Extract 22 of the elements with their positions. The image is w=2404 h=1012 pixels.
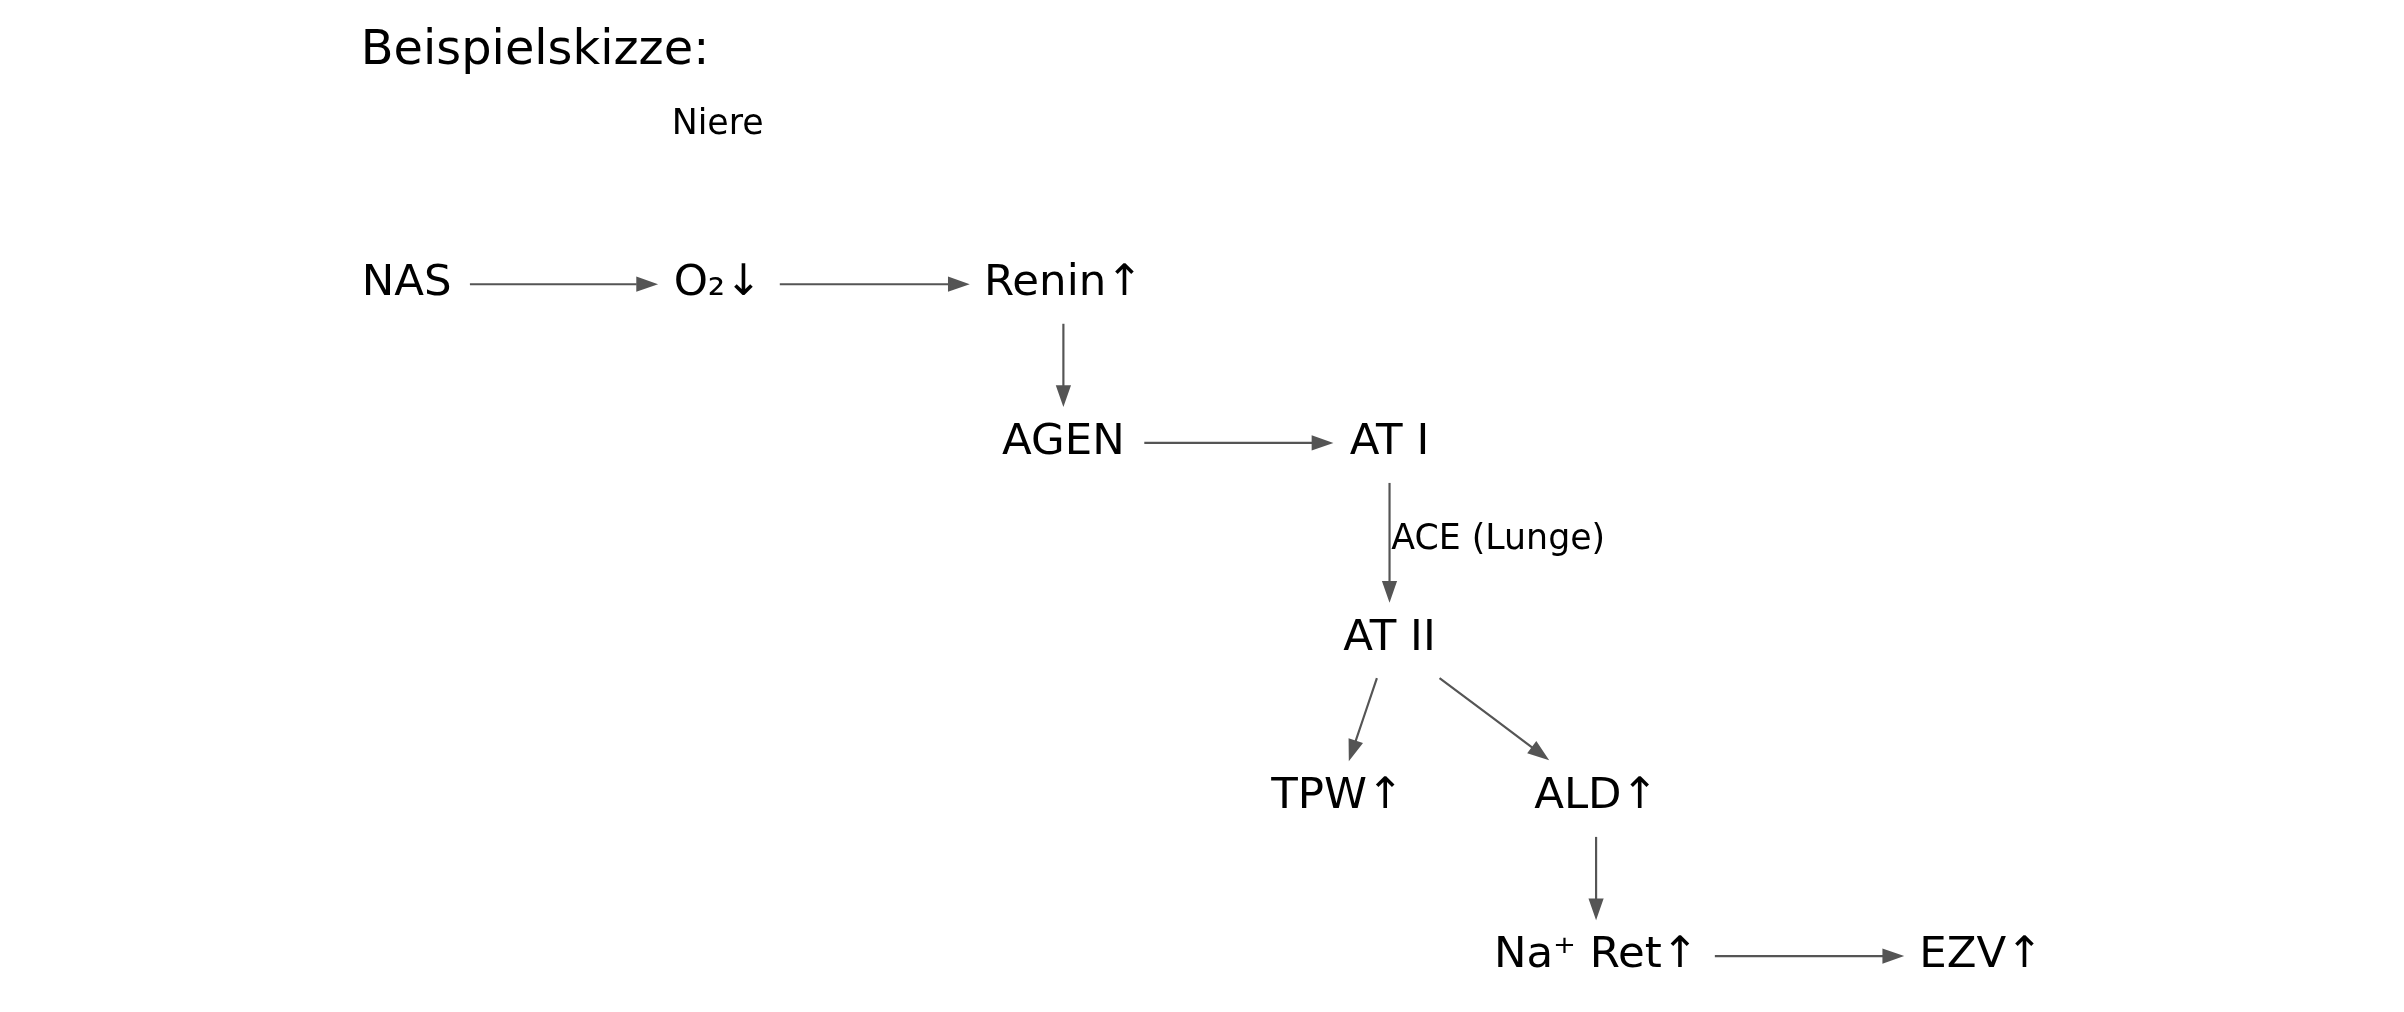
diagram-title: Beispielskizze: <box>360 19 710 75</box>
edge-label: ACE (Lunge) <box>1391 517 1606 558</box>
arrow <box>1348 677 1378 762</box>
arrow <box>1588 836 1604 921</box>
arrow <box>1714 948 1905 964</box>
node-text: Na⁺ Ret↑ <box>1493 926 1699 977</box>
node-text: ALD↑ <box>1534 768 1659 819</box>
node-text: AGEN <box>1002 413 1125 464</box>
arrow <box>469 276 659 292</box>
arrow <box>779 276 970 292</box>
node-text: NAS <box>361 255 452 306</box>
label: Niere <box>671 101 764 142</box>
node-text: O₂↓ <box>673 255 762 306</box>
arrow <box>1144 435 1334 451</box>
node-text: Renin↑ <box>984 255 1143 306</box>
node-text: EZV↑ <box>1919 926 2043 977</box>
node-text: TPW↑ <box>1271 768 1404 819</box>
arrow <box>1055 323 1071 408</box>
arrow <box>1381 482 1398 603</box>
node-text: AT II <box>1343 609 1436 660</box>
arrow <box>1438 677 1550 761</box>
node-text: AT I <box>1349 413 1430 464</box>
